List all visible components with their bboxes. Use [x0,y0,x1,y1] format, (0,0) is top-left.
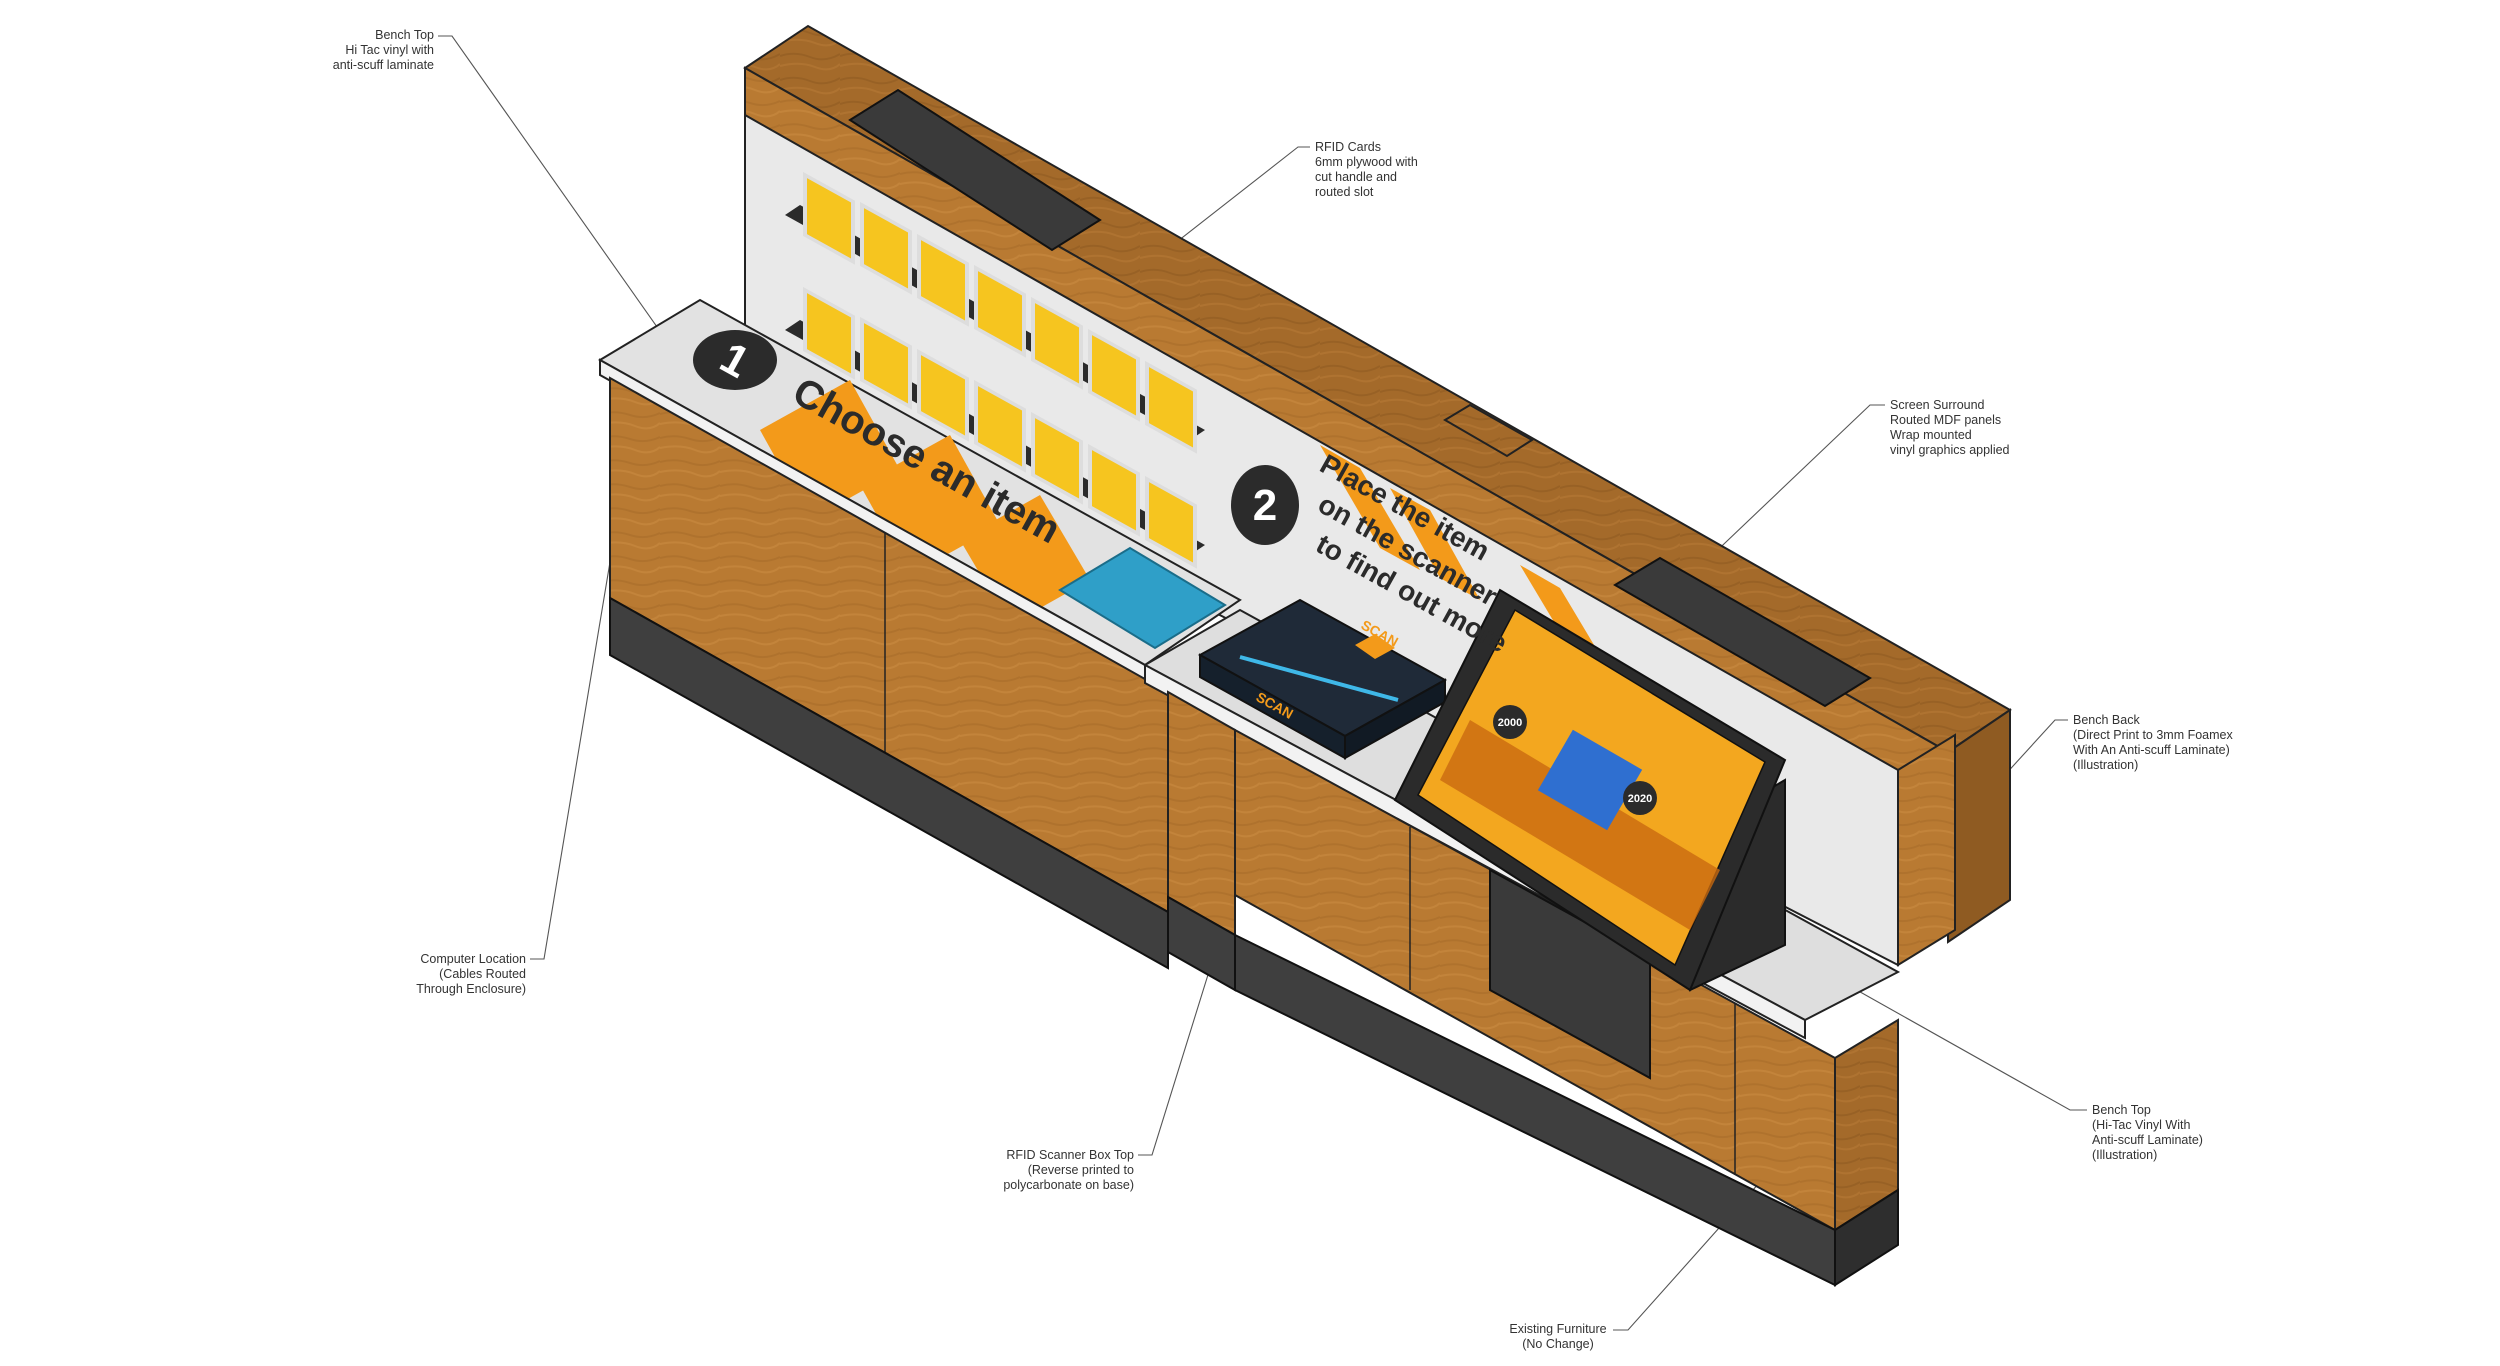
leader-bench-top-1 [438,35,706,396]
back-chevron-1 [1320,445,1420,570]
left-plinth [609,596,1169,970]
bench-back-end-panel [1897,733,1956,967]
rfid-card-rack [785,171,1205,569]
callout-line: Bench Back [2073,713,2140,727]
left-base-cabinet [609,376,1169,970]
callout-line: anti-scuff laminate [332,58,434,72]
callout-line: Bench Top [2092,1103,2151,1117]
callout-rfid-scanner: RFID Scanner Box Top (Reverse printed to… [1003,1148,1134,1193]
callout-line: Computer Location [420,952,526,966]
screen-year-right-badge [1623,781,1657,815]
callout-line: (No Change) [1522,1337,1594,1351]
back-cabinet-end [1947,708,2011,944]
scanner-arrow [1355,634,1395,659]
callout-line: Routed MDF panels [1890,413,2002,427]
leader-lines [438,35,2087,1331]
card-row-top [803,171,1197,454]
callout-rfid-cards: RFID Cards 6mm plywood with cut handle a… [1315,140,1418,200]
callout-line: Anti-scuff Laminate) [2092,1133,2203,1147]
callout-line: vinyl graphics applied [1890,443,2010,457]
callout-line: 6mm plywood with [1315,155,1418,169]
screen-year-right: 2020 [1628,793,1652,805]
callout-line: Through Enclosure) [416,982,526,996]
callout-line: Bench Top [375,28,434,42]
step1-circle [693,330,777,390]
callout-line: (Hi-Tac Vinyl With [2092,1118,2191,1132]
callout-line: Screen Surround [1890,398,1985,412]
callout-screen-surround: Screen Surround Routed MDF panels Wrap m… [1890,398,2010,458]
callout-line: (Illustration) [2092,1148,2158,1162]
callout-existing-furniture: Existing Furniture (No Change) [1505,1322,1611,1352]
right-plinth-end [1834,1188,1899,1287]
callout-line: RFID Cards [1315,140,1381,154]
screen-year-left: 2000 [1498,717,1522,729]
right-cabinet-front-a [1167,690,1236,937]
callout-line: (Reverse printed to [1027,1163,1134,1177]
callout-line: Wrap mounted [1890,428,1972,442]
leader-computer-location [530,549,613,960]
callout-line: polycarbonate on base) [1003,1178,1134,1192]
callout-line: (Direct Print to 3mm Foamex [2073,728,2233,742]
callout-computer-location: Computer Location (Cables Routed Through… [416,952,526,997]
top-hatch [1443,403,1534,458]
leader-rfid-scanner [1138,919,1226,1156]
step2-number: 2 [1253,481,1277,530]
screen-year-left-badge [1493,705,1527,739]
screen-vent-right [1613,556,1872,708]
right-base-cabinet [1167,690,1899,1287]
step2-circle [1231,465,1299,545]
callout-line: routed slot [1315,185,1374,199]
callout-line: With An Anti-scuff Laminate) [2073,743,2230,757]
callout-line: RFID Scanner Box Top [1006,1148,1134,1162]
rfid-scanner-box [1197,598,1448,760]
callout-line: (Cables Routed [439,967,526,981]
leader-bench-top-2 [1829,974,2087,1111]
callout-line: (Illustration) [2073,758,2139,772]
callout-bench-top-2: Bench Top (Hi-Tac Vinyl With Anti-scuff … [2092,1103,2203,1163]
callout-line: cut handle and [1315,170,1398,184]
screen-vent-left [848,88,1102,252]
back-chevron-2 [1390,488,1480,600]
card-row-bottom [803,286,1197,569]
callout-bench-top-1: Bench Top Hi Tac vinyl with anti-scuff l… [333,28,434,73]
screen-kiosk [1393,588,1787,992]
leader-screen-surround [1704,404,1885,563]
callout-bench-back: Bench Back (Direct Print to 3mm Foamex W… [2073,713,2233,773]
back-chevron-3 [1520,565,1600,655]
callout-line: Existing Furniture [1509,1322,1607,1336]
info-panel [1058,546,1227,650]
screen-figure [1537,729,1643,831]
callout-line: Hi Tac vinyl with [345,43,434,57]
scanner-beam [1239,655,1399,702]
screen-ground [1440,720,1720,930]
